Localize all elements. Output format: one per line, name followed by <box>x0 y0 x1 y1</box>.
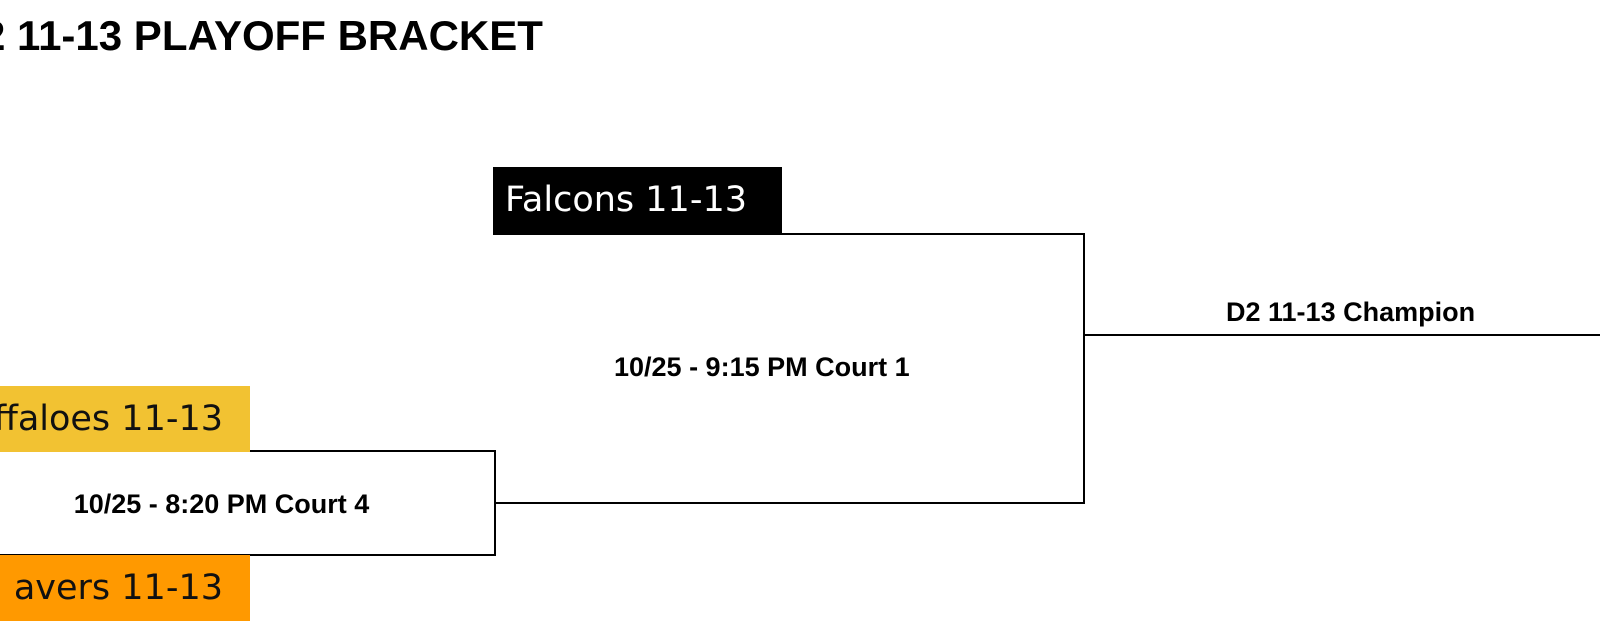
team-beavers-label: avers 11-13 <box>13 568 223 608</box>
round2-match-info: 10/25 - 9:15 PM Court 1 <box>614 352 910 382</box>
team-falcons-label: Falcons 11-13 <box>505 180 747 220</box>
champion-label: D2 11-13 Champion <box>1226 297 1476 327</box>
team-beavers: avers 11-13 <box>0 555 250 621</box>
team-buffaloes: ffaloes 11-13 <box>0 386 250 452</box>
round1-match-info: 10/25 - 8:20 PM Court 4 <box>73 489 370 519</box>
team-falcons: Falcons 11-13 <box>493 167 782 234</box>
team-buffaloes-label: ffaloes 11-13 <box>0 399 223 439</box>
bracket-title: 2 11-13 PLAYOFF BRACKET <box>0 12 543 59</box>
round2-connector <box>493 233 1085 504</box>
